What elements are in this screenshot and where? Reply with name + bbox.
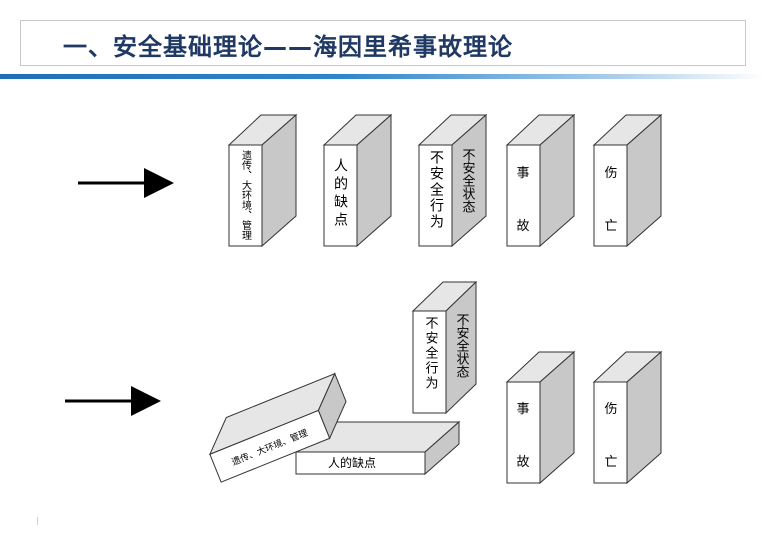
- row1-domino-accident: 事 故: [505, 113, 576, 248]
- row1-death-label-bottom: 亡: [604, 219, 617, 234]
- row2-fallen-human-fault-label: 人的缺点: [328, 455, 376, 470]
- row1-domino-unsafe: 不安全行为 不安全状态: [417, 113, 488, 248]
- row1-accident-label-top: 事: [516, 166, 529, 181]
- title-box: 一、安全基础理论——海因里希事故理论: [20, 20, 746, 66]
- row2-domino-accident: 事 故: [505, 350, 576, 485]
- title-underline-bar: [0, 74, 765, 79]
- footer-mark: [37, 517, 38, 525]
- row1-domino-death: 伤 亡: [592, 113, 663, 248]
- row2-fallen-genetics: 遗传、大环境、管理: [208, 372, 347, 483]
- row2-death-label-bottom: 亡: [604, 455, 617, 470]
- row1-death-label-top: 伤: [604, 166, 617, 181]
- row1-domino-human-fault-label: 人的缺点: [332, 158, 348, 230]
- page-title: 一、安全基础理论——海因里希事故理论: [63, 33, 513, 61]
- row2-death-label-top: 伤: [604, 402, 617, 417]
- row2-domino-unsafe: 不安全行为 不安全状态: [411, 280, 478, 415]
- row1-accident-label-bottom: 故: [516, 219, 529, 234]
- row2-accident-label-bottom: 故: [516, 455, 529, 470]
- row1-domino-human-fault: 人的缺点: [322, 113, 393, 248]
- row1-domino-genetics: 遗传、大环境、管理: [227, 113, 298, 248]
- row2-unsafe-act-label: 不安全行为: [423, 316, 439, 391]
- row1-unsafe-act-label: 不安全行为: [428, 150, 444, 230]
- row2-fallen-human-fault: 人的缺点: [294, 420, 461, 476]
- row2-unsafe-condition-label: 不安全状态: [454, 313, 470, 378]
- row1-domino-genetics-label: 遗传、大环境、管理: [240, 149, 252, 240]
- row2-accident-label-top: 事: [516, 402, 529, 417]
- row1-unsafe-condition-label: 不安全状态: [460, 148, 476, 213]
- row2-domino-death: 伤 亡: [592, 350, 663, 485]
